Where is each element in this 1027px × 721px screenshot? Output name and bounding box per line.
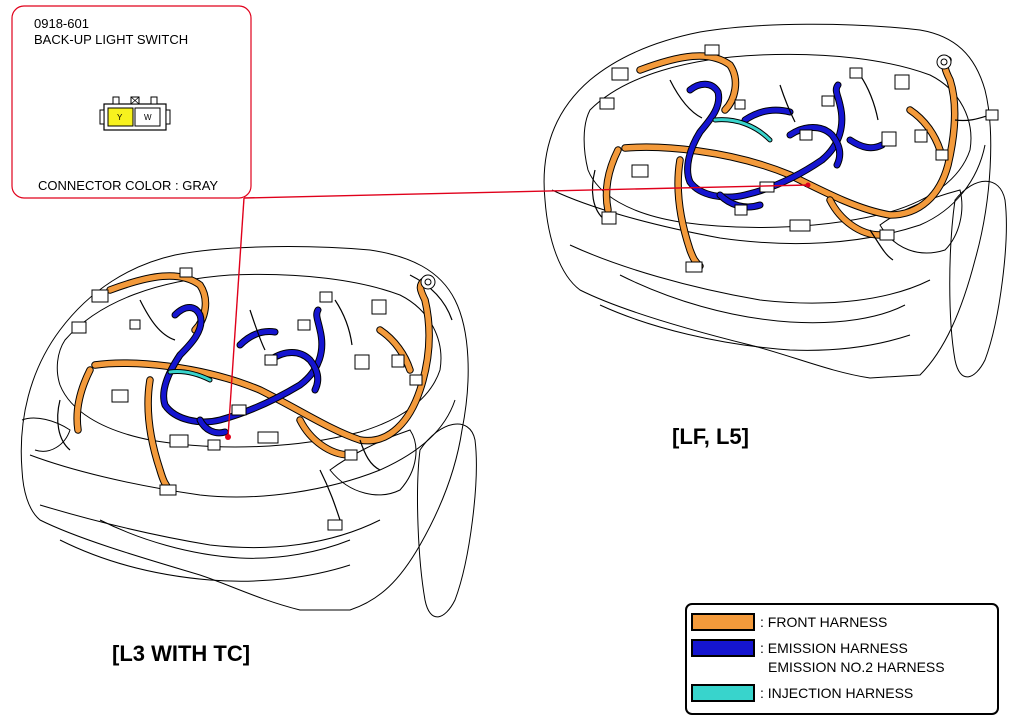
callout-code: 0918-601 <box>34 16 89 31</box>
front-harness-left-main <box>92 277 432 444</box>
car-right <box>543 23 1007 379</box>
legend-frame <box>685 603 999 715</box>
connector-pin-w <box>134 107 161 127</box>
legend-swatch-emission <box>691 639 755 657</box>
legend-label-emission-no2: EMISSION NO.2 HARNESS <box>768 659 945 675</box>
pointer-target-left <box>225 434 231 440</box>
car-left-headlight-left <box>21 417 71 452</box>
legend-label-emission: : EMISSION HARNESS <box>760 640 908 656</box>
car-right-wheel <box>949 180 1007 378</box>
car-left-fender <box>409 274 453 321</box>
legend: : FRONT HARNESS : EMISSION HARNESS EMISS… <box>685 603 999 715</box>
car-left-grille <box>99 519 351 559</box>
emission-harness-right-main <box>685 81 845 200</box>
car-left-hood-edge <box>29 399 456 498</box>
connector-pin-y <box>107 107 134 127</box>
harness-right <box>591 52 991 270</box>
legend-label-front: : FRONT HARNESS <box>760 614 887 630</box>
legend-label-injection: : INJECTION HARNESS <box>760 685 913 701</box>
caption-l3-with-tc: [L3 WITH TC] <box>112 641 250 666</box>
pin-w-label: W <box>144 113 152 122</box>
car-left-wheel <box>417 423 477 618</box>
car-right-bumper <box>569 244 931 304</box>
car-left-body-outline <box>20 246 469 611</box>
pointer-lines <box>225 182 811 440</box>
car-left-lower-intake <box>59 539 351 582</box>
car-left-bumper <box>39 504 381 549</box>
car-right-grille <box>619 274 906 324</box>
caption-lf-l5: [LF, L5] <box>672 424 749 449</box>
callout-title: BACK-UP LIGHT SWITCH <box>34 32 188 47</box>
car-right-lower-intake <box>599 304 911 351</box>
injection-harness-right <box>713 118 772 142</box>
pointer-line-right <box>243 184 809 199</box>
car-right-hood-edge <box>551 144 986 245</box>
car-left <box>20 246 477 618</box>
car-left-engine-bay <box>56 273 442 448</box>
connector-face-icon: Y W <box>99 96 171 131</box>
car-right-engine-bay <box>583 53 972 228</box>
car-left-headlight-right <box>329 429 417 496</box>
pin-y-label: Y <box>117 113 123 122</box>
front-harness-right-main <box>622 57 958 218</box>
legend-swatch-front <box>691 613 755 631</box>
connectors-right <box>599 44 999 273</box>
car-right-headlight-right <box>879 189 963 254</box>
connectors-left <box>71 267 436 531</box>
injection-harness-left <box>168 370 212 382</box>
callout-back-up-light-switch: 0918-601 BACK-UP LIGHT SWITCH Y W CONNEC… <box>11 5 252 199</box>
pointer-target-right <box>805 182 811 188</box>
connector-color-label: CONNECTOR COLOR : GRAY <box>38 178 218 193</box>
pointer-line-left <box>227 197 245 438</box>
car-right-body-outline <box>543 23 992 379</box>
harness-left <box>57 272 433 521</box>
legend-swatch-injection <box>691 684 755 702</box>
